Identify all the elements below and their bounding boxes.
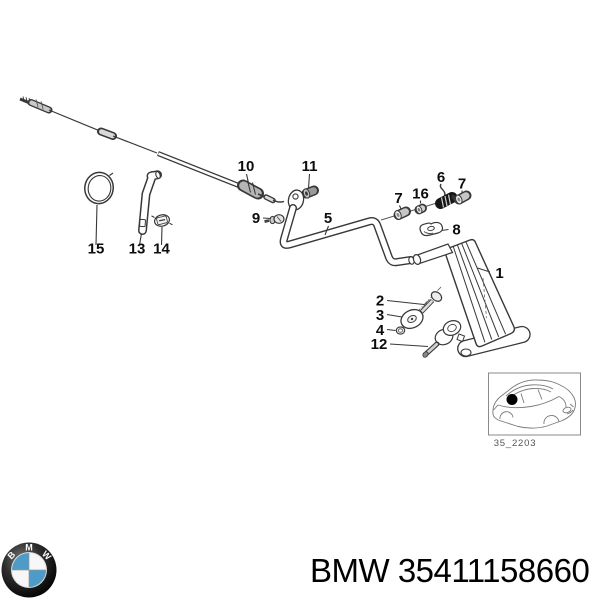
exploded-drawing xyxy=(19,96,531,358)
pivot-pin-drawing xyxy=(419,291,443,314)
operating-rod-drawing xyxy=(279,189,415,267)
car-outline-drawing xyxy=(492,379,576,429)
clamp-ring-drawing xyxy=(84,171,114,205)
callout-6: 6 xyxy=(437,169,445,186)
accelerator-pedal-drawing xyxy=(412,238,531,358)
clip-14-drawing xyxy=(151,214,173,227)
callout-14: 14 xyxy=(153,241,170,258)
inset-frame xyxy=(488,372,581,436)
callout-5: 5 xyxy=(324,210,332,227)
callout-labels: 1 2 3 4 5 6 7 7 8 9 10 11 12 13 14 15 16 xyxy=(88,158,504,353)
logo-letter-m: M xyxy=(25,543,33,553)
nut-drawing xyxy=(395,326,406,335)
callout-10: 10 xyxy=(238,158,255,175)
disc-washer-drawing xyxy=(400,308,424,330)
part-number-text: BMW 35411158660 xyxy=(310,552,589,589)
spring-drawing xyxy=(435,183,458,209)
callout-11: 11 xyxy=(302,158,318,175)
retaining-clip-drawing xyxy=(419,221,444,237)
inset-caption: 35_2203 xyxy=(494,438,537,449)
bmw-logo: B M W xyxy=(1,542,57,598)
callout-16: 16 xyxy=(412,186,429,203)
kickdown-stop-drawing xyxy=(422,320,466,358)
grommet-drawing xyxy=(301,185,319,199)
callout-1: 1 xyxy=(495,265,503,282)
location-dot xyxy=(506,394,518,405)
callout-7a: 7 xyxy=(394,190,402,207)
washer-16-drawing xyxy=(414,203,427,215)
bushing-7a-drawing xyxy=(393,206,411,220)
callout-7b: 7 xyxy=(458,176,466,193)
callout-4: 4 xyxy=(376,322,385,339)
bolt-9-drawing xyxy=(264,214,285,225)
callout-2: 2 xyxy=(376,293,384,310)
bushing-7b-drawing xyxy=(454,190,472,205)
throttle-cable-drawing xyxy=(19,96,241,189)
leader-lines xyxy=(95,173,491,348)
callout-9: 9 xyxy=(252,210,260,227)
callout-8: 8 xyxy=(452,222,460,239)
footer: B M W BMW 35411158660 xyxy=(1,542,590,598)
callout-13: 13 xyxy=(129,241,146,258)
location-inset: 35_2203 xyxy=(488,372,581,449)
callout-12: 12 xyxy=(371,336,388,353)
cable-end-adjuster-drawing xyxy=(237,179,285,204)
callout-3: 3 xyxy=(376,307,384,324)
callout-15: 15 xyxy=(88,241,105,258)
holder-bracket-drawing xyxy=(138,170,162,235)
